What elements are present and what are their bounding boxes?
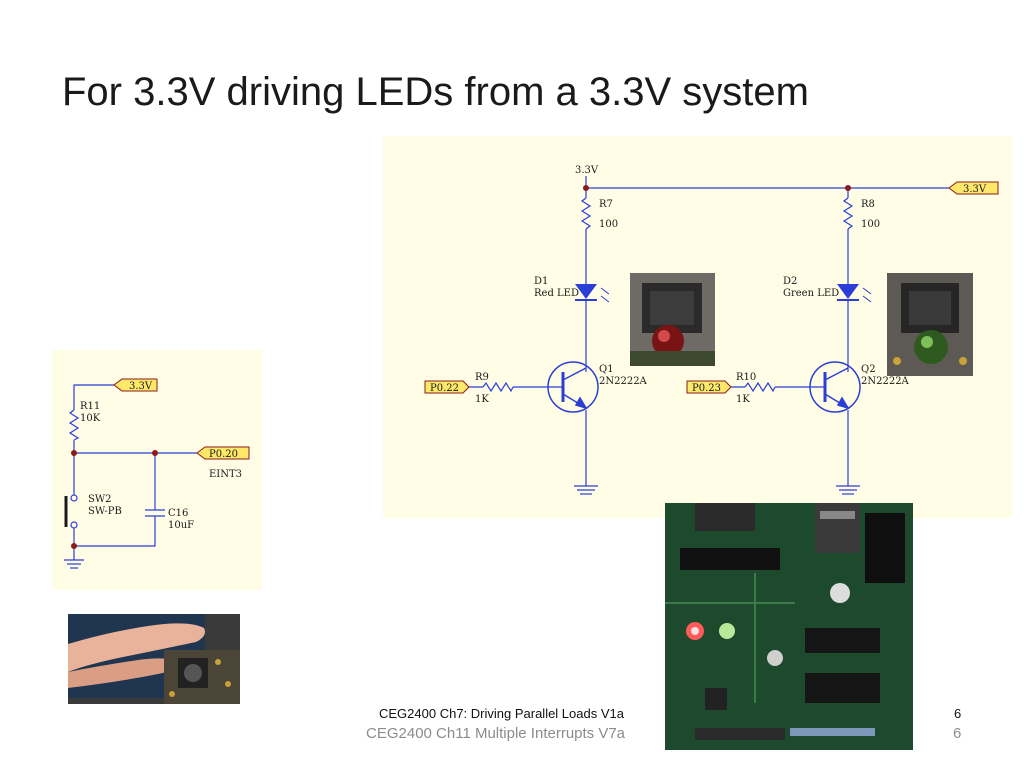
r7-value: 100 <box>599 219 618 230</box>
d2-label: Green LED <box>783 288 839 299</box>
q2-transistor-symbol <box>809 361 861 413</box>
r8-value: 100 <box>861 219 880 230</box>
q2-type: 2N2222A <box>861 376 910 387</box>
d2-led-symbol <box>837 284 872 303</box>
port-right-label: P0.23 <box>692 383 721 394</box>
slide-title: For 3.3V driving LEDs from a 3.3V system <box>62 70 809 114</box>
d2-name: D2 <box>783 276 797 287</box>
switch-supply-label: 3.3V <box>129 381 153 392</box>
r11-name: R11 <box>80 401 100 412</box>
switch-schematic: 3.3V P0.20 EINT3 R11 10K SW2 SW-PB C16 1… <box>64 378 250 569</box>
footer-course-line-1: CEG2400 Ch7: Driving Parallel Loads V1a <box>379 706 624 721</box>
footer-page-number-2: 6 <box>953 725 962 742</box>
sw2-name: SW2 <box>88 494 112 505</box>
c16-name: C16 <box>168 508 188 519</box>
footer-course-line-2: CEG2400 Ch11 Multiple Interrupts V7a <box>366 725 626 742</box>
q2-name: Q2 <box>861 364 876 375</box>
r11-value: 10K <box>80 413 101 424</box>
d1-led-symbol <box>575 284 610 303</box>
supply-right-label: 3.3V <box>963 184 987 195</box>
footer-page-number-1: 6 <box>954 706 962 721</box>
r8-name: R8 <box>861 199 875 210</box>
r9-value: 1K <box>475 394 489 405</box>
r10-name: R10 <box>736 372 756 383</box>
q1-transistor-symbol <box>547 361 599 413</box>
r9-name: R9 <box>475 372 489 383</box>
q1-type: 2N2222A <box>599 376 648 387</box>
r7-name: R7 <box>599 199 613 210</box>
circuit-board-photo <box>665 503 913 750</box>
port-left-label: P0.22 <box>430 383 459 394</box>
switch-port-function: EINT3 <box>209 469 242 480</box>
c16-value: 10uF <box>168 520 194 531</box>
supply-top-label: 3.3V <box>575 165 599 176</box>
d1-name: D1 <box>534 276 548 287</box>
d1-label: Red LED <box>534 288 579 299</box>
switch-schematic-panel: 3.3V P0.20 EINT3 R11 10K SW2 SW-PB C16 1… <box>52 350 262 590</box>
switch-port-label: P0.20 <box>209 449 238 460</box>
red-led-photo <box>630 273 715 366</box>
green-led-photo <box>887 273 973 376</box>
sw2-type: SW-PB <box>88 506 122 517</box>
r10-value: 1K <box>736 394 750 405</box>
led-driver-schematic: 3.3V 3.3V P0.22 P0.23 R7 100 R8 100 D1 R… <box>424 165 999 495</box>
q1-name: Q1 <box>599 364 614 375</box>
finger-pressing-switch-photo <box>68 614 240 704</box>
